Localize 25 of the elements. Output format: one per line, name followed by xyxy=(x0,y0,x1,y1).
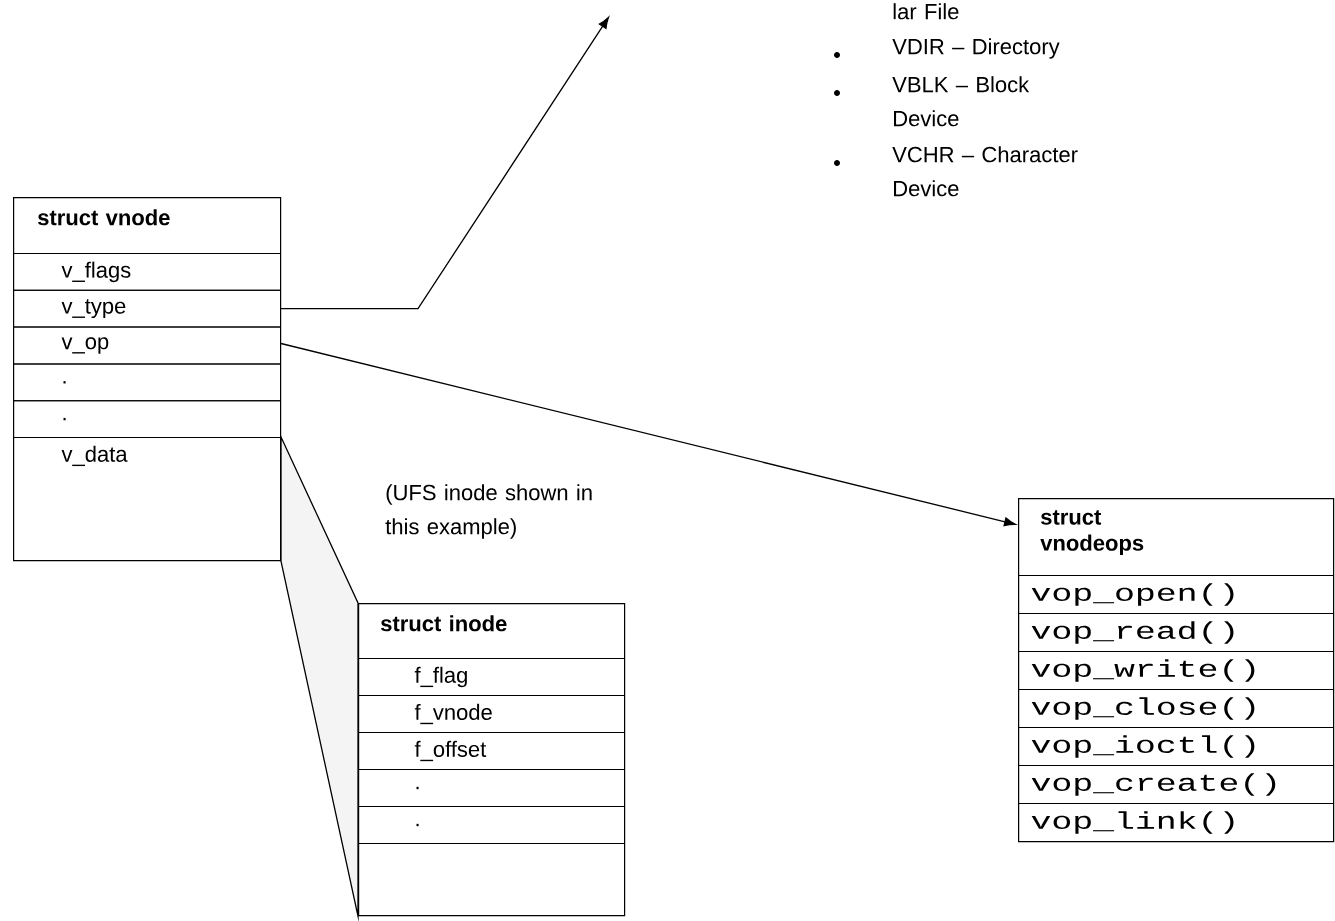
field-row: . xyxy=(358,806,625,844)
field-row: v_op xyxy=(13,326,281,365)
field-row: . xyxy=(13,400,281,438)
field-row: vop_create() xyxy=(1018,765,1334,804)
field-row: vop_open() xyxy=(1018,575,1334,614)
field-row: vop_close() xyxy=(1018,689,1334,728)
field-row: vop_link() xyxy=(1018,803,1334,842)
bullet-item: VBLK – Block Device xyxy=(892,76,1030,127)
bullet-item: VCHR – Character Device xyxy=(892,146,1078,197)
field-row: v_type xyxy=(13,289,281,328)
field-row: v_flags xyxy=(13,253,281,291)
field-row: f_vnode xyxy=(358,695,625,733)
field-row: vop_write() xyxy=(1018,651,1334,690)
bullet-item: VDIR – Directory xyxy=(892,38,1060,59)
note-text: (UFS inode shown in this example) xyxy=(385,484,592,539)
field-row: f_offset xyxy=(358,732,625,770)
arrow xyxy=(280,16,610,310)
field-row: vop_ioctl() xyxy=(1018,727,1334,766)
field-row: . xyxy=(358,769,625,807)
field-row: f_flag xyxy=(358,658,625,696)
field-row: v_data xyxy=(61,445,128,467)
field-row: vop_read() xyxy=(1018,613,1334,652)
field-row: . xyxy=(13,363,281,402)
arrow xyxy=(280,342,1016,527)
note-text: lar File xyxy=(893,3,959,20)
